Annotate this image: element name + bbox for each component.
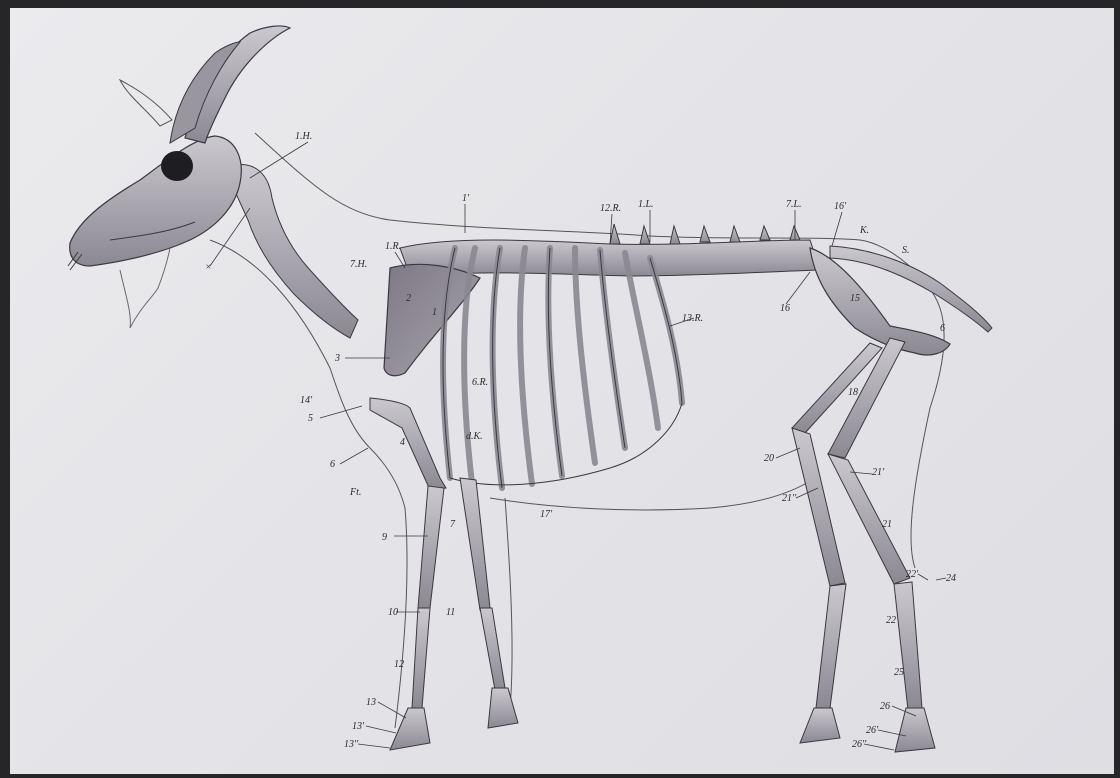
- label-K: K.: [860, 226, 869, 236]
- label-12R: 12.R.: [600, 204, 621, 214]
- label-16a: 16': [834, 202, 846, 212]
- label-5: 5: [308, 414, 313, 424]
- foreleg-far: [460, 478, 518, 728]
- label-25: 25: [894, 668, 904, 678]
- label-13R: 13.R.: [682, 314, 703, 324]
- label-22a: 22': [906, 570, 918, 580]
- label-13: 13: [366, 698, 376, 708]
- label-1-top: 1': [462, 194, 469, 204]
- label-9: 9: [382, 533, 387, 543]
- label-2: 2: [406, 294, 411, 304]
- label-24: 24: [946, 574, 956, 584]
- label-18: 18: [848, 388, 858, 398]
- label-26b: 26': [866, 726, 878, 736]
- label-6b: 6: [940, 324, 945, 334]
- spine: [400, 224, 820, 276]
- label-6R: 6.R.: [472, 378, 488, 388]
- anatomical-plate: 1.H. × 7.H. 1.R. 1' 1 2 3 14' 5 4 6 6.R.…: [10, 8, 1114, 774]
- label-4: 4: [400, 438, 405, 448]
- label-17a: 17': [540, 510, 552, 520]
- label-11: 11: [446, 608, 455, 618]
- label-15: 15: [850, 294, 860, 304]
- label-3: 3: [335, 354, 340, 364]
- label-dK: d.K.: [466, 432, 483, 442]
- label-1H: 1.H.: [295, 132, 312, 142]
- label-1R: 1.R.: [385, 242, 401, 252]
- label-13a: 13': [352, 722, 364, 732]
- label-7: 7: [450, 520, 455, 530]
- label-13b: 13'': [344, 740, 358, 750]
- label-10: 10: [388, 608, 398, 618]
- rib-cage: [443, 248, 682, 488]
- eye-socket: [161, 151, 193, 181]
- label-12: 12: [394, 660, 404, 670]
- label-14a: 14': [300, 396, 312, 406]
- label-S: S.: [902, 246, 910, 256]
- label-22: 22: [886, 616, 896, 626]
- label-1: 1: [432, 308, 437, 318]
- label-Ft: Ft.: [350, 488, 361, 498]
- cervical-vertebrae: [225, 165, 358, 338]
- hindleg-near: [828, 338, 935, 752]
- foreleg-near: [370, 398, 446, 750]
- label-x: ×: [205, 263, 212, 273]
- label-26a: 26: [880, 702, 890, 712]
- label-6: 6: [330, 460, 335, 470]
- label-16: 16: [780, 304, 790, 314]
- label-1L: 1.L.: [638, 200, 654, 210]
- label-21a: 21': [872, 468, 884, 478]
- label-26c: 26'': [852, 740, 866, 750]
- goat-skeleton-illustration: [10, 8, 1114, 774]
- label-21b: 21'': [782, 494, 796, 504]
- label-7H: 7.H.: [350, 260, 367, 270]
- label-7L: 7.L.: [786, 200, 802, 210]
- label-20: 20: [764, 454, 774, 464]
- label-21: 21: [882, 520, 892, 530]
